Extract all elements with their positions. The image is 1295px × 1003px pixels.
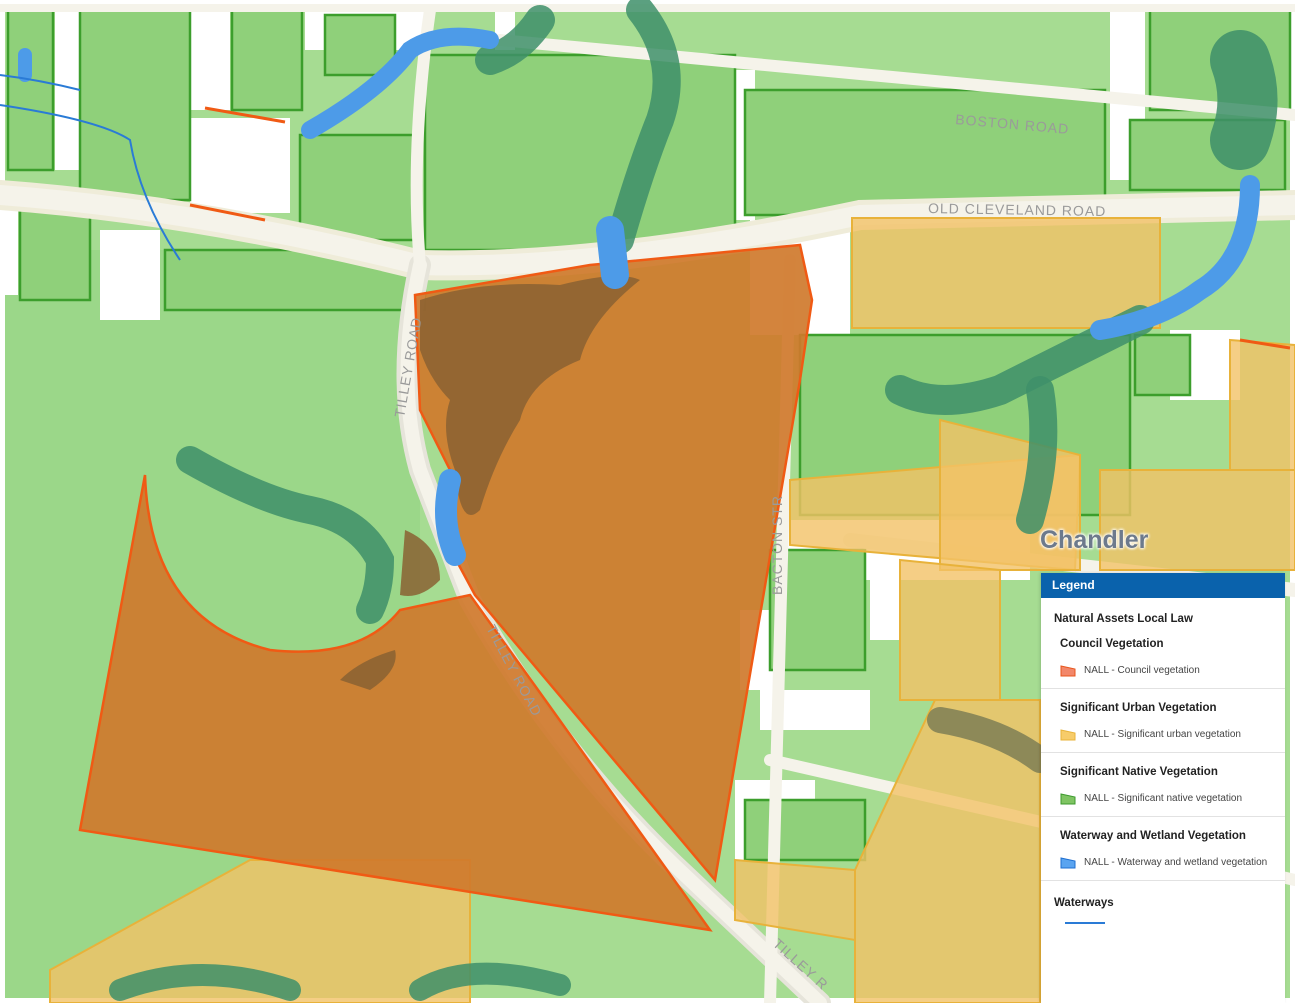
road-label-old-cleveland: OLD CLEVELAND ROAD bbox=[928, 200, 1107, 219]
legend-swatch-icon bbox=[1060, 793, 1076, 805]
legend-header: Legend bbox=[1041, 573, 1285, 598]
legend-item-label: NALL - Significant urban vegetation bbox=[1084, 729, 1241, 740]
legend-group-title: Waterway and Wetland Vegetation bbox=[1060, 830, 1246, 842]
legend-item: NALL - Significant urban vegetation bbox=[1060, 728, 1285, 741]
road-label-bacton: BACTON STR bbox=[769, 495, 785, 595]
remnant-vegetation bbox=[340, 276, 640, 690]
legend-swatch-icon bbox=[1060, 729, 1076, 741]
legend-item-label: NALL - Council vegetation bbox=[1084, 665, 1200, 676]
legend-item: NALL - Significant native vegetation bbox=[1060, 792, 1285, 805]
legend-panel[interactable]: Legend Natural Assets Local Law Council … bbox=[1041, 573, 1285, 1003]
legend-item: NALL - Council vegetation bbox=[1060, 664, 1285, 677]
legend-item-label: NALL - Waterway and wetland vegetation bbox=[1084, 857, 1268, 868]
legend-item: NALL - Waterway and wetland vegetation bbox=[1060, 856, 1285, 869]
legend-group-title: Significant Native Vegetation bbox=[1060, 766, 1218, 778]
legend-swatch-icon bbox=[1060, 857, 1076, 869]
native-vegetation-parcels bbox=[6, 8, 1292, 862]
legend-group-title: Significant Urban Vegetation bbox=[1060, 702, 1217, 714]
waterway-lines bbox=[0, 74, 181, 261]
legend-item-label: NALL - Significant native vegetation bbox=[1084, 793, 1243, 804]
legend-group-title: Council Vegetation bbox=[1060, 638, 1164, 650]
council-strips bbox=[189, 106, 1291, 350]
wetland-vegetation bbox=[109, 0, 1278, 1001]
legend-waterways-title: Waterways bbox=[1054, 897, 1114, 909]
suburb-label: Chandler bbox=[1040, 526, 1149, 554]
legend-waterways-swatch bbox=[1065, 922, 1105, 924]
legend-swatch-icon bbox=[1060, 665, 1076, 677]
waterways bbox=[18, 27, 1260, 566]
legend-layer-title: Natural Assets Local Law bbox=[1054, 613, 1193, 625]
